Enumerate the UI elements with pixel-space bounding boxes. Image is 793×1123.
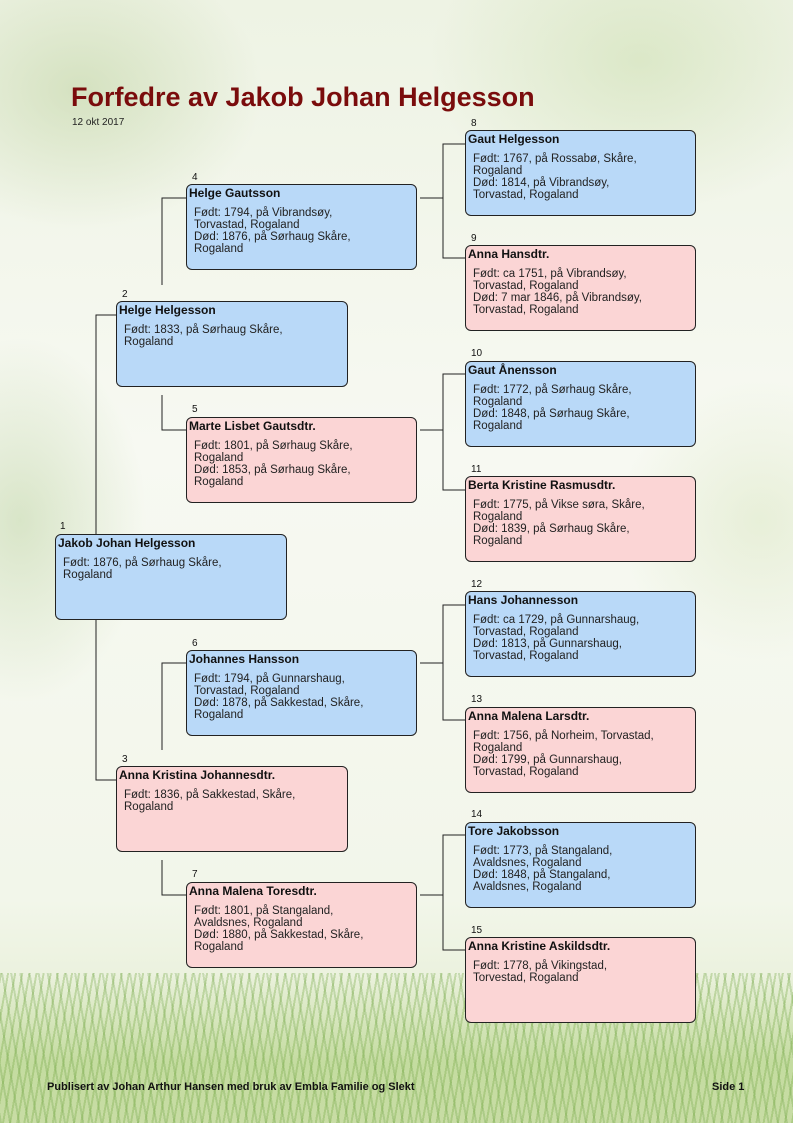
person-card-7[interactable]: Anna Malena Toresdtr. Født: 1801, på Sta… xyxy=(186,882,417,968)
connector-6-13 xyxy=(442,663,465,721)
person-name: Anna Malena Toresdtr. xyxy=(189,884,317,898)
person-name: Anna Hansdtr. xyxy=(468,247,550,261)
person-card-11[interactable]: Berta Kristine Rasmusdtr. Født: 1775, på… xyxy=(465,476,696,562)
person-name: Gaut Helgesson xyxy=(468,132,560,146)
person-number: 6 xyxy=(192,638,198,649)
person-number: 7 xyxy=(192,869,198,880)
person-card-12[interactable]: Hans Johannesson Født: ca 1729, på Gunna… xyxy=(465,591,696,677)
person-number: 12 xyxy=(471,579,483,590)
person-card-10[interactable]: Gaut Ånensson Født: 1772, på Sørhaug Skå… xyxy=(465,361,696,447)
connector-4-8 xyxy=(420,143,465,199)
person-name: Berta Kristine Rasmusdtr. xyxy=(468,478,616,492)
person-detail: Født: 1794, på Gunnarshaug, Torvastad, R… xyxy=(194,673,364,721)
page-title: Forfedre av Jakob Johan Helgesson xyxy=(71,82,535,112)
person-name: Anna Kristine Askildsdtr. xyxy=(468,939,611,953)
print-date: 12 okt 2017 xyxy=(72,117,125,128)
connector-7-15 xyxy=(442,895,465,951)
person-card-13[interactable]: Anna Malena Larsdtr. Født: 1756, på Norh… xyxy=(465,707,696,793)
person-name: Anna Malena Larsdtr. xyxy=(468,709,590,723)
person-detail: Født: 1778, på Vikingstad, Torvestad, Ro… xyxy=(473,960,608,984)
person-detail: Født: 1801, på Sørhaug Skåre, Rogaland D… xyxy=(194,440,353,488)
person-name: Gaut Ånensson xyxy=(468,363,557,377)
person-card-14[interactable]: Tore Jakobsson Født: 1773, på Stangaland… xyxy=(465,822,696,908)
person-number: 15 xyxy=(471,925,483,936)
footer-page-number: Side 1 xyxy=(712,1081,745,1093)
person-card-2[interactable]: Helge Helgesson Født: 1833, på Sørhaug S… xyxy=(116,301,348,387)
person-detail: Født: 1794, på Vibrandsøy, Torvastad, Ro… xyxy=(194,207,351,255)
person-name: Marte Lisbet Gautsdtr. xyxy=(189,419,316,433)
person-number: 11 xyxy=(471,464,482,475)
connector-5-11 xyxy=(442,430,465,491)
person-number: 10 xyxy=(471,348,483,359)
connector-3-7 xyxy=(161,860,186,896)
person-name: Helge Helgesson xyxy=(119,303,216,317)
person-number: 3 xyxy=(122,754,128,765)
person-name: Jakob Johan Helgesson xyxy=(58,536,196,550)
person-detail: Født: 1876, på Sørhaug Skåre, Rogaland xyxy=(63,557,222,581)
connector-2-4 xyxy=(161,197,186,285)
person-name: Johannes Hansson xyxy=(189,652,300,666)
person-card-8[interactable]: Gaut Helgesson Født: 1767, på Rossabø, S… xyxy=(465,130,696,216)
person-name: Hans Johannesson xyxy=(468,593,579,607)
person-detail: Født: 1773, på Stangaland, Avaldsnes, Ro… xyxy=(473,845,613,893)
connector-5-10 xyxy=(420,373,465,431)
person-card-15[interactable]: Anna Kristine Askildsdtr. Født: 1778, på… xyxy=(465,937,696,1023)
connector-6-12 xyxy=(420,604,465,664)
person-number: 13 xyxy=(471,694,483,705)
connector-7-14 xyxy=(420,834,465,896)
footer-publisher: Publisert av Johan Arthur Hansen med bru… xyxy=(47,1081,415,1093)
person-number: 9 xyxy=(471,233,477,244)
person-detail: Født: ca 1729, på Gunnarshaug, Torvastad… xyxy=(473,614,640,662)
person-detail: Født: 1756, på Norheim, Torvastad, Rogal… xyxy=(473,730,654,778)
connector-1-3 xyxy=(95,620,117,781)
person-card-3[interactable]: Anna Kristina Johannesdtr. Født: 1836, p… xyxy=(116,766,348,852)
connector-2-5 xyxy=(161,395,186,431)
person-number: 8 xyxy=(471,118,477,129)
connector-4-9 xyxy=(442,198,465,259)
person-number: 2 xyxy=(122,289,128,300)
person-detail: Født: ca 1751, på Vibrandsøy, Torvastad,… xyxy=(473,268,642,316)
person-name: Tore Jakobsson xyxy=(468,824,560,838)
person-name: Helge Gautsson xyxy=(189,186,281,200)
person-number: 4 xyxy=(192,172,198,183)
person-detail: Født: 1772, på Sørhaug Skåre, Rogaland D… xyxy=(473,384,632,432)
person-detail: Født: 1801, på Stangaland, Avaldsnes, Ro… xyxy=(194,905,364,953)
person-card-9[interactable]: Anna Hansdtr. Født: ca 1751, på Vibrands… xyxy=(465,245,696,331)
person-detail: Født: 1833, på Sørhaug Skåre, Rogaland xyxy=(124,324,283,348)
person-number: 14 xyxy=(471,809,483,820)
person-card-5[interactable]: Marte Lisbet Gautsdtr. Født: 1801, på Sø… xyxy=(186,417,417,503)
person-detail: Født: 1767, på Rossabø, Skåre, Rogaland … xyxy=(473,153,637,201)
person-card-6[interactable]: Johannes Hansson Født: 1794, på Gunnarsh… xyxy=(186,650,417,736)
person-card-4[interactable]: Helge Gautsson Født: 1794, på Vibrandsøy… xyxy=(186,184,417,270)
connector-3-6 xyxy=(161,662,186,750)
person-name: Anna Kristina Johannesdtr. xyxy=(119,768,276,782)
connector-1-2 xyxy=(95,314,117,535)
person-number: 5 xyxy=(192,404,198,415)
person-detail: Født: 1775, på Vikse søra, Skåre, Rogala… xyxy=(473,499,645,547)
person-card-1[interactable]: Jakob Johan Helgesson Født: 1876, på Sør… xyxy=(55,534,287,620)
person-number: 1 xyxy=(60,521,66,532)
person-detail: Født: 1836, på Sakkestad, Skåre, Rogalan… xyxy=(124,789,296,813)
